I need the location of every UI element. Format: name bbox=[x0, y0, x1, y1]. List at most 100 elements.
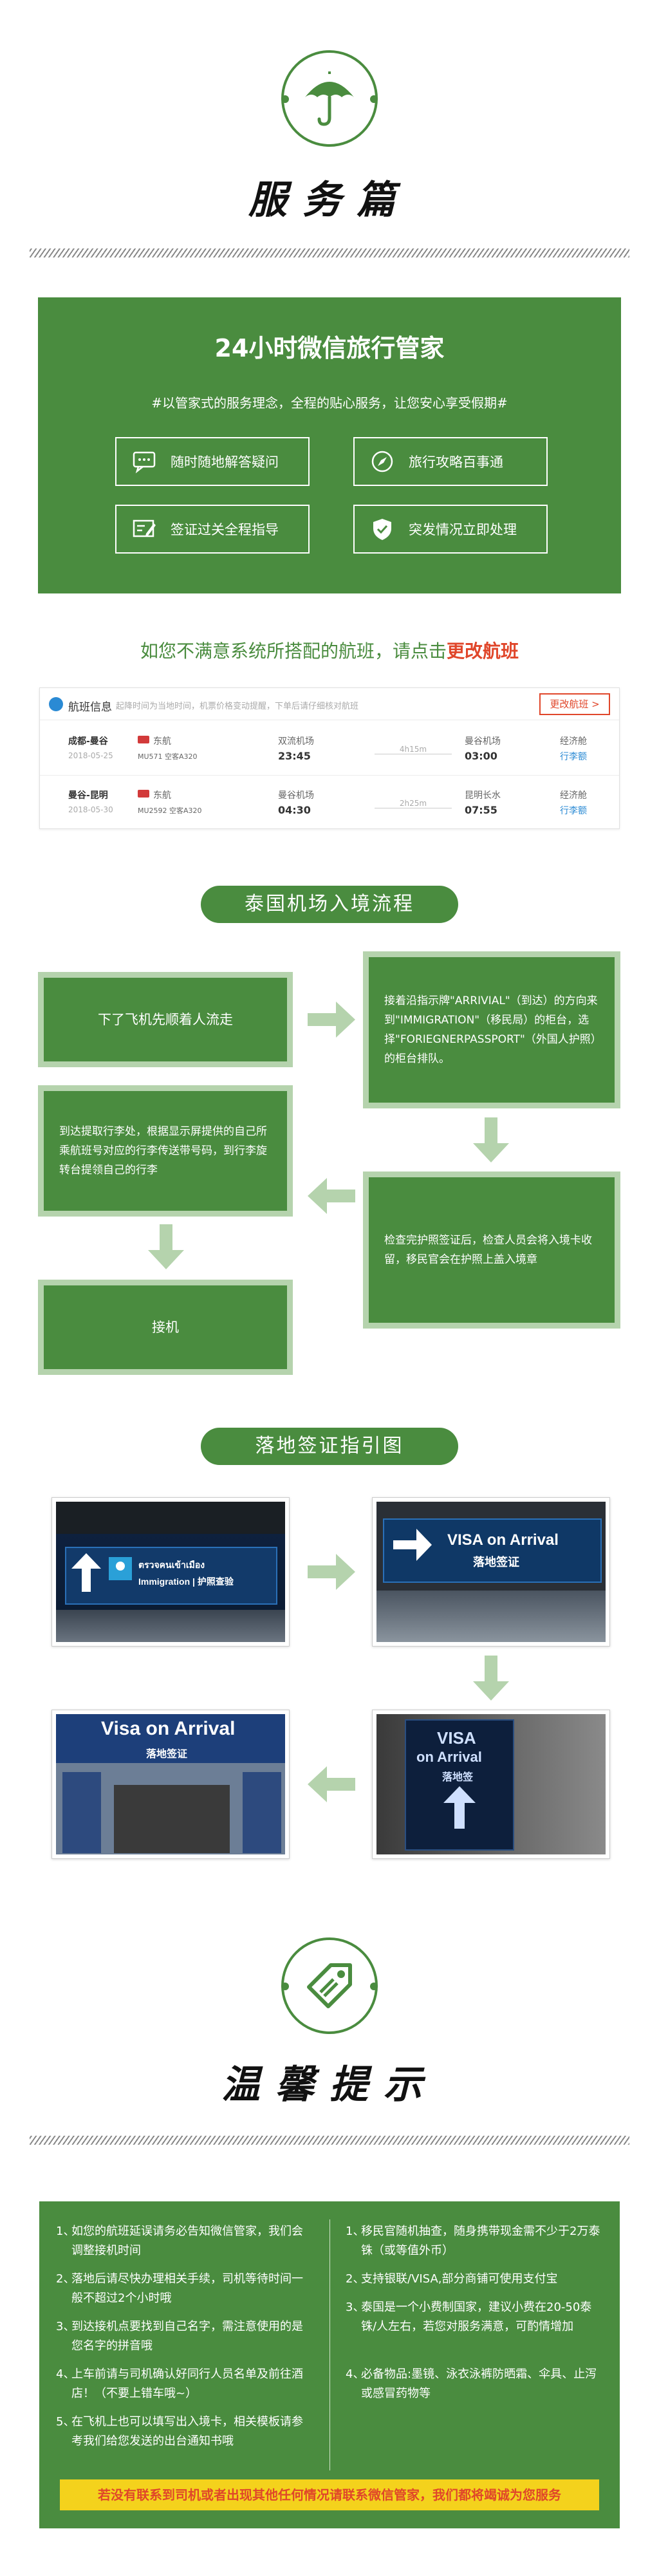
sign-line-2: 落地签证 bbox=[473, 1556, 519, 1569]
feature-visa-label: 签证过关全程指导 bbox=[171, 522, 279, 537]
tip-left-1: 1、如您的航班延误请务必告知微信管家，我们会调整接机时间 bbox=[56, 2225, 303, 2257]
feature-emergency: 突发情况立即处理 bbox=[353, 505, 548, 554]
visa-arrival-sign-image: VISA on Arrival 落地签证 bbox=[376, 1502, 606, 1642]
flight-arr-time: 07:55 bbox=[465, 804, 497, 816]
flight-arr-airport: 昆明长水 bbox=[465, 790, 501, 801]
sign-line-1: Visa on Arrival bbox=[101, 1718, 236, 1739]
sign-line-1: VISA on Arrival bbox=[447, 1531, 559, 1549]
tip-left-4: 4、上车前请与司机确认好同行人员名单及前往酒店！（不要上错车哦~） bbox=[56, 2367, 303, 2400]
flight-row: 曼谷-昆明 2018-05-30 东航 MU2592 空客A320 曼谷机场 0… bbox=[40, 776, 619, 830]
airline-logo-icon bbox=[138, 736, 149, 743]
arrow-left-icon bbox=[308, 1766, 355, 1802]
passport-icon bbox=[109, 1557, 132, 1580]
flight-dep-time: 23:45 bbox=[278, 750, 311, 762]
flight-number: MU571 空客A320 bbox=[138, 752, 198, 761]
hatch-divider bbox=[30, 2136, 629, 2145]
tip-left-3: 3、到达接机点要找到自己名字，需注意使用的是您名字的拼音哦 bbox=[56, 2320, 303, 2353]
entry-step-2-text: 接着沿指示牌"ARRIVIAL"（到达）的方向来到"IMMIGRATION"（移… bbox=[369, 957, 615, 1103]
arrow-right-icon bbox=[308, 1002, 355, 1038]
chat-bubble-icon bbox=[133, 451, 156, 474]
sign-line-1: VISA bbox=[437, 1728, 476, 1748]
entry-step-5: 接机 bbox=[38, 1280, 293, 1375]
entry-step-4-text: 到达提取行李处，根据显示屏提供的自己所乘航班号对应的行李传送带号码，到行李旋转台… bbox=[44, 1091, 287, 1211]
flight-route: 曼谷-昆明 bbox=[68, 790, 108, 801]
compass-icon bbox=[371, 451, 393, 472]
tips-card: 1、如您的航班延误请务必告知微信管家，我们会调整接机时间 2、落地后请尽快办理相… bbox=[39, 2201, 620, 2528]
feature-guide: 旅行攻略百事通 bbox=[353, 437, 548, 486]
flight-dep-time: 04:30 bbox=[278, 804, 311, 816]
flight-info-title: 航班信息 bbox=[68, 701, 112, 714]
sign-line-2: on Arrival bbox=[416, 1749, 482, 1765]
flight-airline: 东航 bbox=[153, 736, 171, 747]
umbrella-icon bbox=[305, 71, 354, 126]
flight-dep-airport: 双流机场 bbox=[278, 736, 314, 747]
flight-airline: 东航 bbox=[153, 790, 171, 801]
entry-step-1: 下了飞机先顺着人流走 bbox=[38, 972, 293, 1067]
flight-arr-time: 03:00 bbox=[465, 750, 497, 762]
visa-photo-immigration: ตรวจคนเข้าเมือง Immigration | 护照查验 bbox=[51, 1497, 290, 1647]
change-flight-prefix: 如您不满意系统所搭配的航班，请点击 bbox=[140, 640, 447, 662]
service-card: 24小时微信旅行管家 #以管家式的服务理念，全程的贴心服务，让您安心享受假期# … bbox=[38, 297, 621, 593]
immigration-sign-image: ตรวจคนเข้าเมือง Immigration | 护照查验 bbox=[56, 1502, 285, 1642]
flight-baggage[interactable]: 行李额 bbox=[560, 806, 587, 816]
arrow-up-icon bbox=[443, 1786, 476, 1829]
tip-right-2: 2、支持银联/VISA,部分商铺可使用支付宝 bbox=[346, 2272, 558, 2286]
sign-line-2: 落地签证 bbox=[146, 1749, 188, 1760]
arrow-right-icon bbox=[393, 1529, 432, 1561]
flight-duration: 2h25m bbox=[375, 799, 452, 808]
entry-step-2: 接着沿指示牌"ARRIVIAL"（到达）的方向来到"IMMIGRATION"（移… bbox=[363, 951, 620, 1108]
service-title: 服务篇 bbox=[248, 178, 411, 223]
visa-direction-image: VISA on Arrival 落地签 bbox=[376, 1714, 606, 1854]
airplane-icon bbox=[49, 697, 63, 711]
flight-arr-airport: 曼谷机场 bbox=[465, 736, 501, 747]
entry-step-5-text: 接机 bbox=[44, 1285, 287, 1369]
flight-info-header: 航班信息 起降时间为当地时间，机票价格变动提醒，下单后请仔细核对航班 更改航班 … bbox=[40, 688, 619, 720]
flight-route: 成都-曼谷 bbox=[68, 736, 108, 747]
tip-right-4: 4、必备物品:墨镜、泳衣泳裤防晒霜、伞具、止泻或感冒药物等 bbox=[346, 2367, 597, 2400]
tips-contact-banner: 若没有联系到司机或者出现其他任何情况请联系微信管家，我们都将竭诚为您服务 bbox=[60, 2479, 599, 2510]
tag-badge bbox=[281, 1937, 378, 2034]
arrow-down-icon bbox=[148, 1224, 184, 1269]
service-card-subtitle: #以管家式的服务理念，全程的贴心服务，让您安心享受假期# bbox=[151, 395, 508, 411]
feature-emergency-label: 突发情况立即处理 bbox=[409, 522, 517, 537]
feature-qa: 随时随地解答疑问 bbox=[115, 437, 310, 486]
change-flight-prompt: 如您不满意系统所搭配的航班，请点击更改航班 bbox=[0, 637, 659, 663]
airline-logo-icon bbox=[138, 790, 149, 798]
visa-section-title: 落地签证指引图 bbox=[201, 1428, 458, 1465]
flight-baggage[interactable]: 行李额 bbox=[560, 752, 587, 762]
entry-step-3-text: 检查完护照签证后，检查人员会将入境卡收留，移民官会在护照上盖入境章 bbox=[369, 1177, 615, 1323]
tips-title: 温馨提示 bbox=[221, 2062, 438, 2107]
flight-duration: 4h15m bbox=[375, 745, 452, 754]
arrow-down-icon bbox=[473, 1656, 509, 1701]
arrow-left-icon bbox=[308, 1178, 355, 1214]
flight-class: 经济舱 bbox=[560, 790, 587, 801]
arrow-up-icon bbox=[71, 1553, 101, 1592]
flight-dep-airport: 曼谷机场 bbox=[278, 790, 314, 801]
shield-check-icon bbox=[373, 519, 391, 540]
feature-qa-label: 随时随地解答疑问 bbox=[171, 454, 279, 470]
change-flight-button[interactable]: 更改航班 > bbox=[539, 693, 610, 715]
feature-visa: 签证过关全程指导 bbox=[115, 505, 310, 554]
visa-photo-counter: Visa on Arrival 落地签证 bbox=[51, 1710, 290, 1859]
service-card-title: 24小时微信旅行管家 bbox=[214, 334, 445, 362]
tip-left-5: 5、在飞机上也可以填写出入境卡，相关模板请参考我们给您发送的出台通知书哦 bbox=[56, 2415, 303, 2448]
umbrella-badge bbox=[281, 50, 378, 147]
entry-section-title: 泰国机场入境流程 bbox=[201, 886, 458, 923]
tip-right-3: 3、泰国是一个小费制国家，建议小费在20-50泰铢/人左右，若您对服务满意，可酌… bbox=[346, 2301, 592, 2333]
tip-left-2: 2、落地后请尽快办理相关手续，司机等待时间一般不超过2个小时哦 bbox=[56, 2272, 303, 2305]
flight-date: 2018-05-30 bbox=[68, 805, 113, 814]
flight-date: 2018-05-25 bbox=[68, 751, 113, 760]
visa-counter-image: Visa on Arrival 落地签证 bbox=[56, 1714, 285, 1854]
sign-line-2: Immigration | 护照查验 bbox=[138, 1576, 234, 1587]
flight-class: 经济舱 bbox=[560, 736, 587, 747]
visa-photo-arrival-sign: VISA on Arrival 落地签证 bbox=[372, 1497, 610, 1647]
change-flight-link[interactable]: 更改航班 bbox=[447, 640, 519, 662]
arrow-down-icon bbox=[473, 1117, 509, 1162]
flight-number: MU2592 空客A320 bbox=[138, 807, 202, 815]
visa-photo-direction: VISA on Arrival 落地签 bbox=[372, 1710, 610, 1859]
feature-guide-label: 旅行攻略百事通 bbox=[409, 454, 503, 470]
flight-info-note: 起降时间为当地时间，机票价格变动提醒，下单后请仔细核对航班 bbox=[116, 702, 359, 711]
hatch-divider bbox=[30, 248, 629, 257]
sign-line-1: ตรวจคนเข้าเมือง bbox=[138, 1560, 205, 1570]
